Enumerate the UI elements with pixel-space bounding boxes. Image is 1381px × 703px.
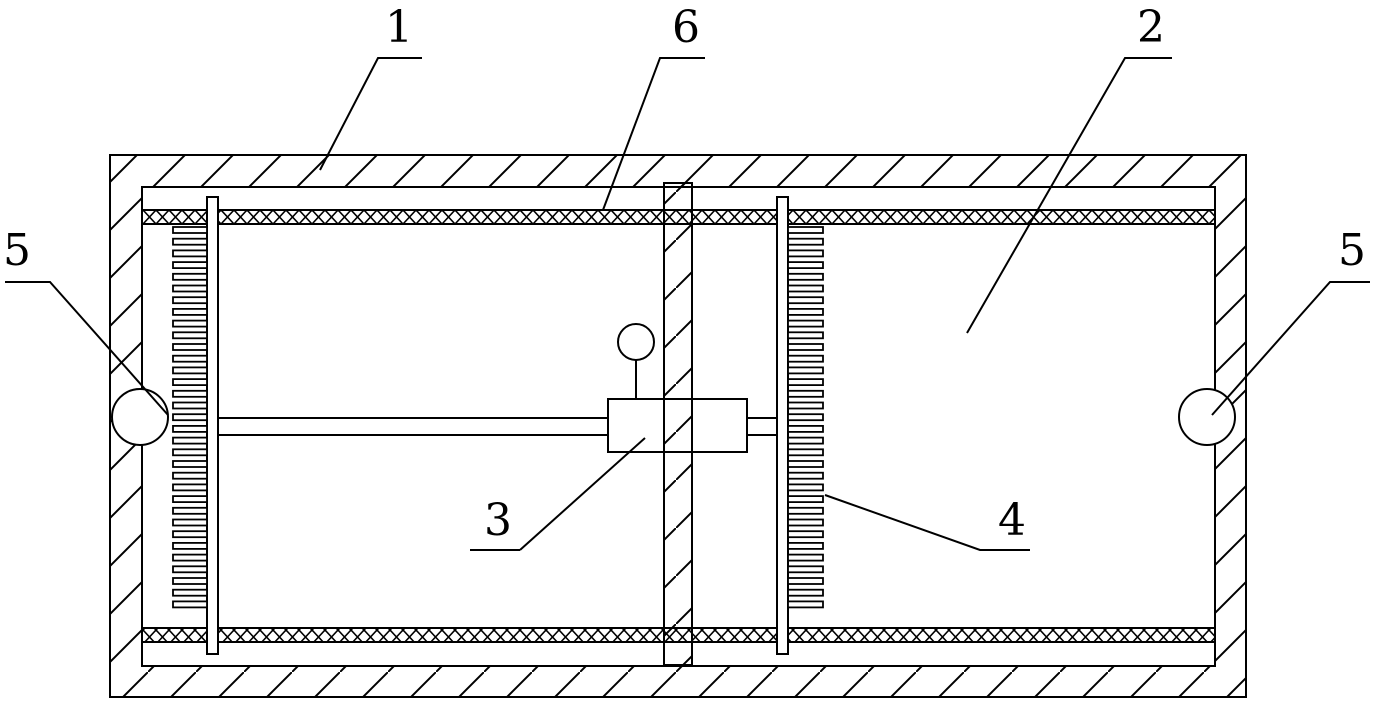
comb-tooth bbox=[787, 296, 824, 305]
leader-lines bbox=[5, 57, 1370, 551]
comb-tooth bbox=[172, 588, 208, 597]
comb-tooth bbox=[172, 460, 208, 468]
comb-tooth bbox=[172, 542, 208, 550]
indicator-circle bbox=[617, 323, 655, 361]
horizontal-shaft bbox=[217, 417, 609, 436]
comb-tooth bbox=[172, 424, 208, 433]
comb-tooth bbox=[787, 565, 824, 574]
comb-tooth bbox=[172, 237, 208, 246]
comb-tooth bbox=[172, 354, 208, 363]
comb-tooth bbox=[172, 577, 208, 585]
center-partition bbox=[663, 182, 693, 666]
comb-tooth bbox=[787, 483, 824, 492]
label-5-right: 5 bbox=[1338, 225, 1366, 276]
comb-tooth bbox=[172, 296, 208, 305]
left-comb-teeth bbox=[172, 226, 208, 609]
label-6: 6 bbox=[672, 2, 700, 53]
comb-tooth bbox=[787, 284, 824, 293]
comb-tooth bbox=[787, 237, 824, 246]
comb-tooth bbox=[172, 226, 208, 234]
comb-tooth bbox=[787, 261, 824, 270]
comb-tooth bbox=[787, 553, 824, 562]
comb-tooth bbox=[787, 518, 824, 527]
comb-tooth bbox=[787, 343, 824, 351]
comb-tooth bbox=[172, 553, 208, 562]
comb-tooth bbox=[172, 436, 208, 445]
comb-tooth bbox=[787, 366, 824, 375]
right-comb-teeth bbox=[787, 226, 824, 609]
comb-tooth bbox=[787, 542, 824, 550]
comb-tooth bbox=[787, 460, 824, 468]
comb-tooth bbox=[787, 471, 824, 480]
comb-tooth bbox=[787, 588, 824, 597]
comb-tooth bbox=[787, 331, 824, 340]
shaft-right-stub bbox=[746, 417, 778, 436]
comb-tooth bbox=[172, 600, 208, 609]
comb-tooth bbox=[787, 226, 824, 234]
motor-block bbox=[607, 398, 748, 453]
comb-tooth bbox=[172, 343, 208, 351]
comb-tooth bbox=[787, 530, 824, 539]
label-5-left: 5 bbox=[3, 225, 31, 276]
comb-tooth bbox=[172, 448, 208, 457]
comb-tooth bbox=[172, 413, 208, 422]
comb-tooth bbox=[172, 506, 208, 515]
comb-tooth bbox=[172, 249, 208, 258]
comb-tooth bbox=[787, 495, 824, 504]
right-rod bbox=[776, 196, 789, 655]
comb-tooth bbox=[787, 319, 824, 328]
comb-tooth bbox=[172, 401, 208, 410]
comb-tooth bbox=[172, 518, 208, 527]
comb-tooth bbox=[787, 401, 824, 410]
left-port-circle bbox=[111, 388, 169, 446]
comb-tooth bbox=[172, 307, 208, 316]
comb-tooth bbox=[787, 448, 824, 457]
comb-tooth bbox=[787, 600, 824, 609]
comb-tooth bbox=[172, 483, 208, 492]
comb-tooth bbox=[172, 378, 208, 387]
comb-tooth bbox=[787, 577, 824, 585]
label-2: 2 bbox=[1137, 2, 1165, 53]
comb-tooth bbox=[787, 424, 824, 433]
comb-tooth bbox=[172, 471, 208, 480]
comb-tooth bbox=[172, 272, 208, 281]
comb-tooth bbox=[787, 506, 824, 515]
right-port-circle bbox=[1178, 388, 1236, 446]
comb-tooth bbox=[172, 261, 208, 270]
label-4: 4 bbox=[998, 495, 1026, 546]
comb-tooth bbox=[172, 389, 208, 398]
comb-tooth bbox=[787, 249, 824, 258]
comb-tooth bbox=[172, 319, 208, 328]
comb-tooth bbox=[787, 354, 824, 363]
label-3: 3 bbox=[484, 495, 512, 546]
comb-tooth bbox=[787, 413, 824, 422]
comb-tooth bbox=[172, 530, 208, 539]
left-rod bbox=[206, 196, 219, 655]
comb-tooth bbox=[787, 436, 824, 445]
comb-tooth bbox=[787, 307, 824, 316]
comb-tooth bbox=[787, 272, 824, 281]
comb-tooth bbox=[172, 366, 208, 375]
comb-tooth bbox=[787, 389, 824, 398]
comb-tooth bbox=[787, 378, 824, 387]
label-1: 1 bbox=[385, 2, 413, 53]
comb-tooth bbox=[172, 284, 208, 293]
comb-tooth bbox=[172, 495, 208, 504]
comb-tooth bbox=[172, 565, 208, 574]
comb-tooth bbox=[172, 331, 208, 340]
